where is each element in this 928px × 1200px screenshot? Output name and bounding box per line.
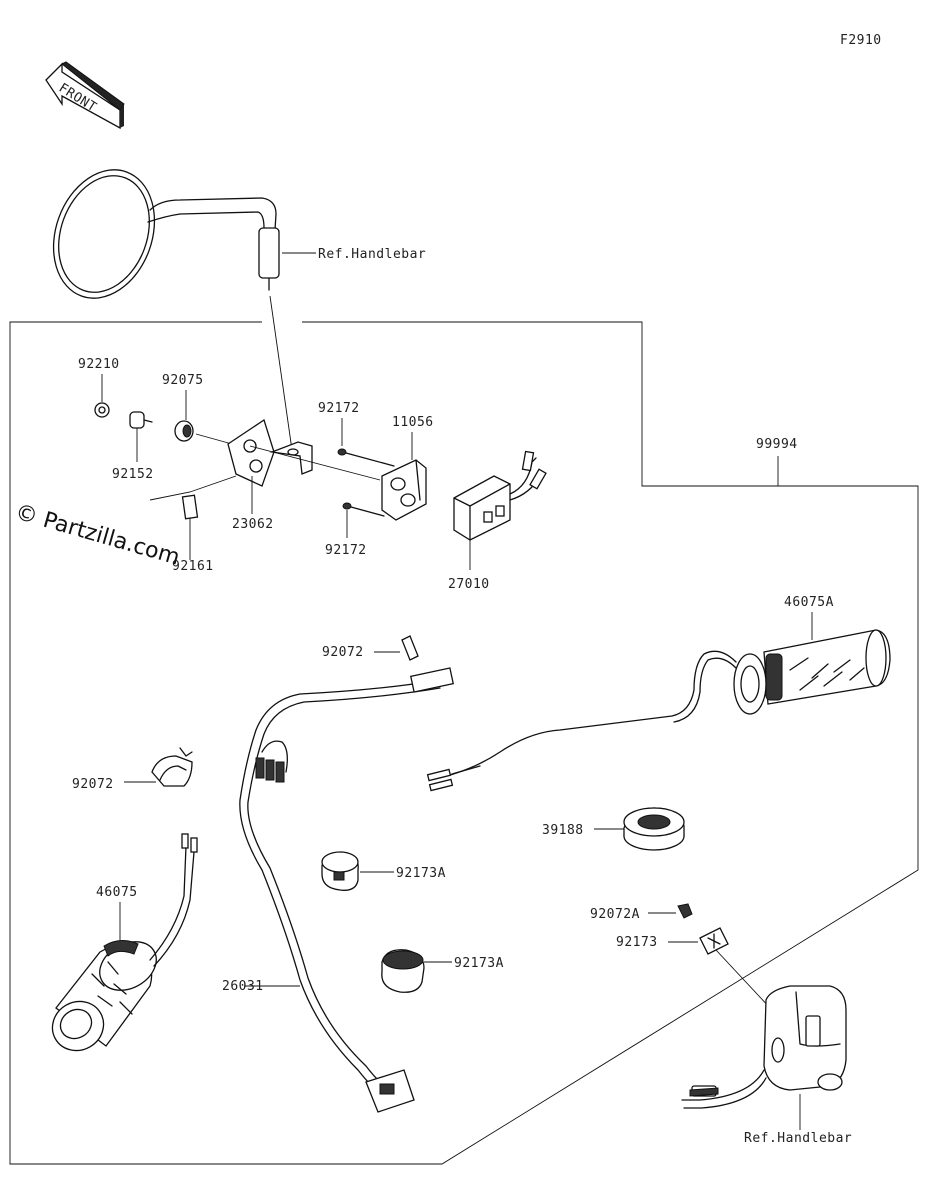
connector-icon (426, 765, 481, 792)
label-11056: 11056 (392, 415, 434, 430)
collar-icon (129, 411, 153, 429)
screw-icon (337, 448, 395, 467)
grommet-icon (174, 420, 194, 442)
label-27010: 27010 (448, 577, 490, 592)
clip-icon (677, 903, 693, 919)
label-92072A: 92072A (590, 907, 640, 922)
wire-harness-icon (239, 667, 454, 1113)
label-99994: 99994 (756, 437, 798, 452)
right-grip-heater-icon (429, 629, 891, 781)
left-grip-heater-icon (51, 833, 198, 1052)
clamp-collar-icon (321, 851, 359, 891)
label-92072-left: 92072 (72, 777, 114, 792)
figure-code: F2910 (840, 33, 882, 48)
label-92173: 92173 (616, 935, 658, 950)
label-92161: 92161 (172, 559, 214, 574)
switch-plate-icon (381, 459, 427, 521)
label-46075: 46075 (96, 885, 138, 900)
clip-icon (401, 635, 419, 661)
label-92172-top: 92172 (318, 401, 360, 416)
label-39188: 39188 (542, 823, 584, 838)
label-92075: 92075 (162, 373, 204, 388)
label-23062: 23062 (232, 517, 274, 532)
mirror-icon (52, 169, 280, 299)
mount-plate-icon (699, 927, 729, 955)
label-92173A-top: 92173A (396, 866, 446, 881)
cable-tie-icon (151, 747, 193, 787)
label-92152: 92152 (112, 467, 154, 482)
label-26031: 26031 (222, 979, 264, 994)
tape-roll-icon (623, 807, 685, 851)
label-92172-bottom: 92172 (325, 543, 367, 558)
switch-icon (453, 450, 547, 541)
screw-icon (342, 502, 385, 517)
label-92173A-bottom: 92173A (454, 956, 504, 971)
label-92210: 92210 (78, 357, 120, 372)
pad-icon (181, 494, 199, 520)
label-46075A: 46075A (784, 595, 834, 610)
clamp-collar-icon (381, 949, 425, 993)
ref-handlebar-bottom: Ref.Handlebar (744, 1131, 852, 1146)
ref-handlebar-top: Ref.Handlebar (318, 247, 426, 262)
kit-frame (9, 295, 919, 1165)
bracket-icon (227, 418, 313, 487)
nut-icon (94, 402, 110, 418)
front-arrow-icon: FRONT (45, 61, 125, 130)
label-92072-top: 92072 (322, 645, 364, 660)
handlebar-switch-icon (681, 985, 847, 1109)
watermark: © Partzilla.com (12, 500, 182, 571)
